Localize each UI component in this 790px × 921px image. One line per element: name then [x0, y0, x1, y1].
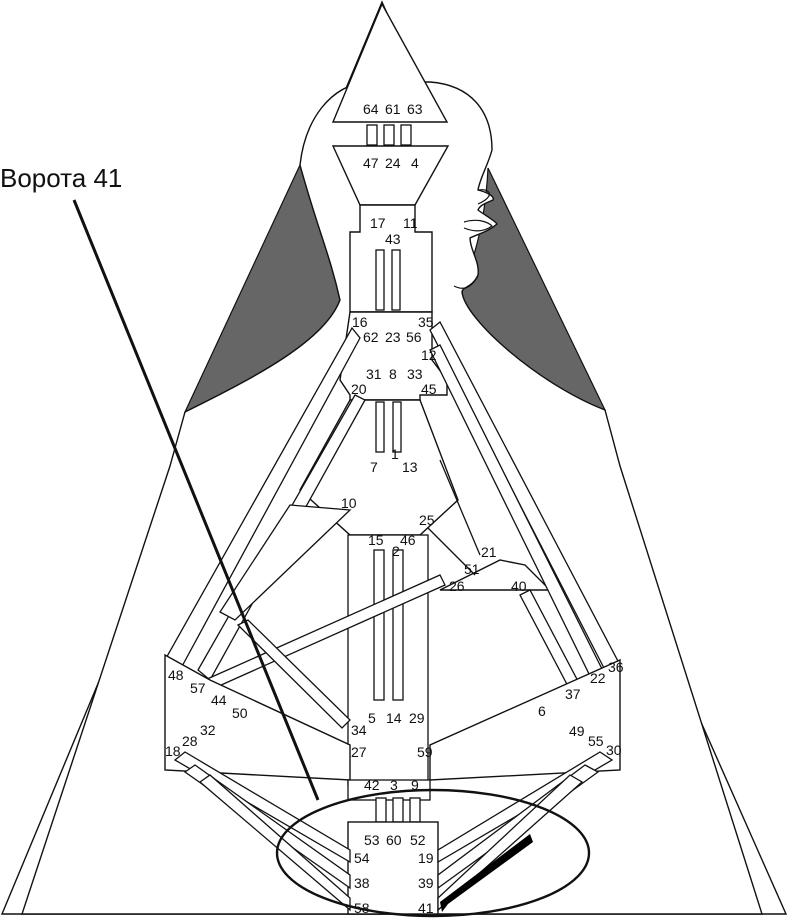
gate-64: 64 [363, 101, 379, 117]
channel-64-47 [366, 124, 378, 146]
gate-48: 48 [168, 667, 184, 683]
gate-46: 46 [400, 532, 416, 548]
gate-58: 58 [354, 900, 370, 916]
gate-28: 28 [182, 733, 198, 749]
gate-1: 1 [391, 446, 399, 462]
gate-53: 53 [364, 832, 380, 848]
crown-center [331, 2, 449, 123]
gate-36: 36 [608, 659, 624, 675]
gate-15: 15 [368, 532, 384, 548]
gate-9: 9 [411, 777, 419, 793]
gate-17: 17 [370, 215, 386, 231]
gate-32: 32 [200, 722, 216, 738]
gate-12: 12 [421, 347, 437, 363]
gate-6: 6 [538, 703, 546, 719]
chin-line [453, 275, 479, 289]
ego-center [439, 559, 552, 591]
channel-9-52 [409, 797, 421, 823]
gate-61: 61 [385, 101, 401, 117]
gate-34: 34 [351, 722, 367, 738]
gate-47: 47 [363, 155, 379, 171]
channel-43-23 [391, 249, 401, 311]
channel-10-57 [219, 504, 352, 621]
gate-23: 23 [385, 329, 401, 345]
gate-14: 14 [386, 710, 402, 726]
mouth-line [463, 219, 493, 232]
channel-18-58 [173, 751, 351, 864]
gate-43: 43 [385, 231, 401, 247]
gate-52: 52 [410, 832, 426, 848]
channel-3-60 [392, 797, 404, 823]
gate-24: 24 [385, 155, 401, 171]
gate-18: 18 [165, 743, 181, 759]
nose-line [477, 189, 490, 205]
gate-55: 55 [588, 733, 604, 749]
gate-63: 63 [407, 101, 423, 117]
gate-10: 10 [341, 495, 357, 511]
channel-31-7 [375, 401, 385, 453]
gate-41-highlight [440, 834, 533, 912]
throat-center [339, 311, 448, 401]
gate-27: 27 [351, 744, 367, 760]
channel-61-24 [383, 124, 395, 146]
gate-5: 5 [368, 710, 376, 726]
gate-44: 44 [211, 692, 227, 708]
gate-42: 42 [364, 777, 380, 793]
gate-40: 40 [511, 578, 527, 594]
gate-4: 4 [411, 155, 419, 171]
channel-15-5 [373, 549, 385, 701]
gate-2: 2 [392, 543, 400, 559]
gate-56: 56 [406, 329, 422, 345]
gate-22: 22 [590, 670, 606, 686]
channel-32-54 [198, 774, 351, 912]
channel-8-1 [392, 401, 402, 453]
channel-63-4 [400, 124, 412, 146]
gate-37: 37 [565, 686, 581, 702]
gate-26: 26 [449, 578, 465, 594]
spleen-center [164, 653, 351, 781]
gate-7: 7 [370, 459, 378, 475]
gate-8: 8 [389, 366, 397, 382]
gate-20: 20 [351, 381, 367, 397]
root-ellipse [275, 788, 591, 918]
gate-30: 30 [606, 742, 622, 758]
gate-60: 60 [386, 832, 402, 848]
channel-2-14 [392, 549, 404, 701]
gate-49: 49 [569, 723, 585, 739]
gate-21: 21 [481, 544, 497, 560]
gate-19: 19 [418, 850, 434, 866]
caption-label: Ворота 41 [0, 163, 122, 193]
gate-25: 25 [419, 512, 435, 528]
gate-29: 29 [409, 710, 425, 726]
gate-59: 59 [417, 744, 433, 760]
gate-62: 62 [363, 329, 379, 345]
gate-35: 35 [418, 314, 434, 330]
root-center [347, 821, 439, 915]
gate-13: 13 [402, 459, 418, 475]
gate-50: 50 [232, 705, 248, 721]
gate-51: 51 [464, 561, 480, 577]
channel-42-53 [375, 797, 387, 823]
gate-3: 3 [390, 777, 398, 793]
gate-57: 57 [190, 680, 206, 696]
gate-16: 16 [352, 314, 368, 330]
pointer-line [72, 199, 320, 801]
channel-45-21 [439, 459, 481, 556]
channel-25-51 [427, 527, 476, 576]
gate-33: 33 [407, 366, 423, 382]
gate-39: 39 [418, 875, 434, 891]
gate-38: 38 [354, 875, 370, 891]
g-to-sacral [347, 534, 429, 786]
gate-31: 31 [366, 366, 382, 382]
gate-45: 45 [421, 381, 437, 397]
channel-17-62 [375, 249, 385, 311]
gate-11: 11 [403, 215, 418, 231]
gate-41: 41 [418, 900, 434, 916]
gate-54: 54 [354, 850, 370, 866]
